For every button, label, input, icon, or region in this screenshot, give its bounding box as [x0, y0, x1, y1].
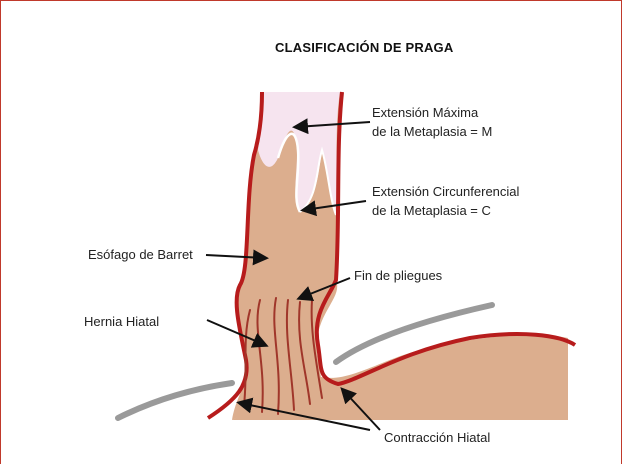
label-fold-end: Fin de pliegues: [354, 266, 442, 285]
label-barrett: Esófago de Barret: [88, 245, 193, 264]
label-circ-extent-2: de la Metaplasia = C: [372, 201, 491, 220]
label-hiatal-hernia: Hernia Hiatal: [84, 312, 159, 331]
label-hiatal-contraction: Contracción Hiatal: [384, 428, 490, 447]
label-max-extent-2: de la Metaplasia = M: [372, 122, 492, 141]
label-circ-extent-1: Extensión Circunferencial: [372, 182, 519, 201]
label-max-extent-1: Extensión Máxima: [372, 103, 478, 122]
